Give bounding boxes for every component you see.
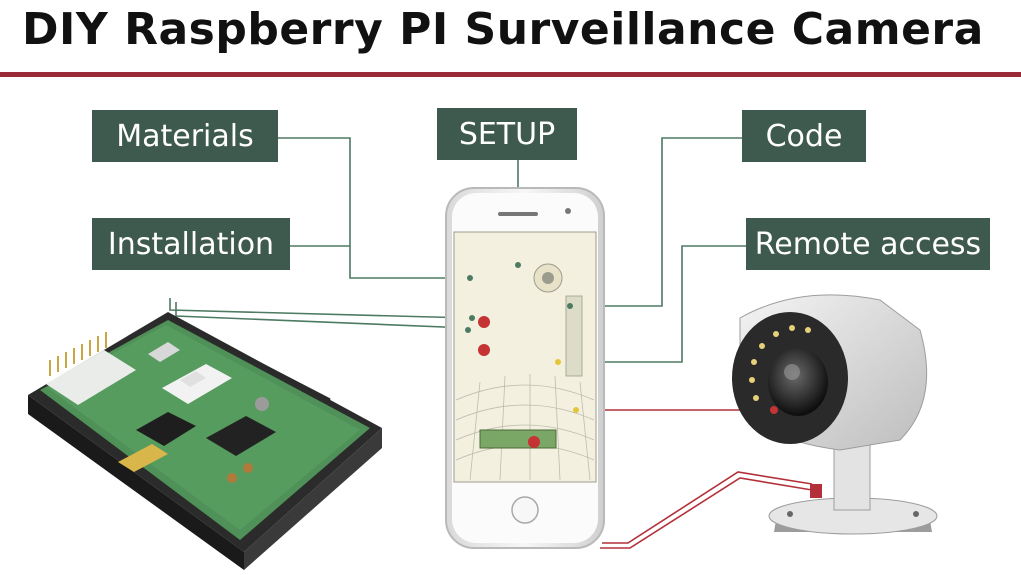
phone-to-camera-wire-2 <box>602 471 813 544</box>
title-underline <box>0 72 1021 77</box>
page-title: DIY Raspberry PI Surveillance Camera <box>22 4 984 55</box>
remote-access-connector <box>558 245 746 363</box>
cpu-chip <box>136 412 196 446</box>
code-label: Code <box>742 110 866 162</box>
camera-status-led <box>770 406 778 414</box>
capacitor <box>255 397 269 411</box>
pi-to-phone-line-2 <box>175 302 469 329</box>
status-dot-red-2 <box>478 344 490 356</box>
remote-access-label: Remote access <box>746 218 990 270</box>
mini-board-icon <box>479 429 557 449</box>
gpio-connector <box>118 444 168 472</box>
security-camera <box>732 294 938 535</box>
installation-label: Installation <box>92 218 290 270</box>
phone-speaker <box>498 212 538 216</box>
pi-to-phone-line-1 <box>169 298 471 319</box>
setup-label: SETUP <box>437 108 577 160</box>
usb-port-block <box>46 350 136 405</box>
materials-connector <box>278 137 470 279</box>
phone-home-button <box>511 496 539 524</box>
smartphone <box>445 187 605 549</box>
phone-to-camera-wire-1 <box>600 477 813 549</box>
code-connector <box>570 137 742 307</box>
ethernet-block <box>162 364 232 404</box>
screen-scrollbar <box>565 295 583 377</box>
raspberry-pi-board <box>28 312 382 570</box>
status-dot-red-1 <box>478 316 490 328</box>
camera-lens <box>768 348 828 416</box>
materials-label: Materials <box>92 110 278 162</box>
phone-camera-icon <box>565 208 571 214</box>
ram-chip <box>206 416 276 456</box>
